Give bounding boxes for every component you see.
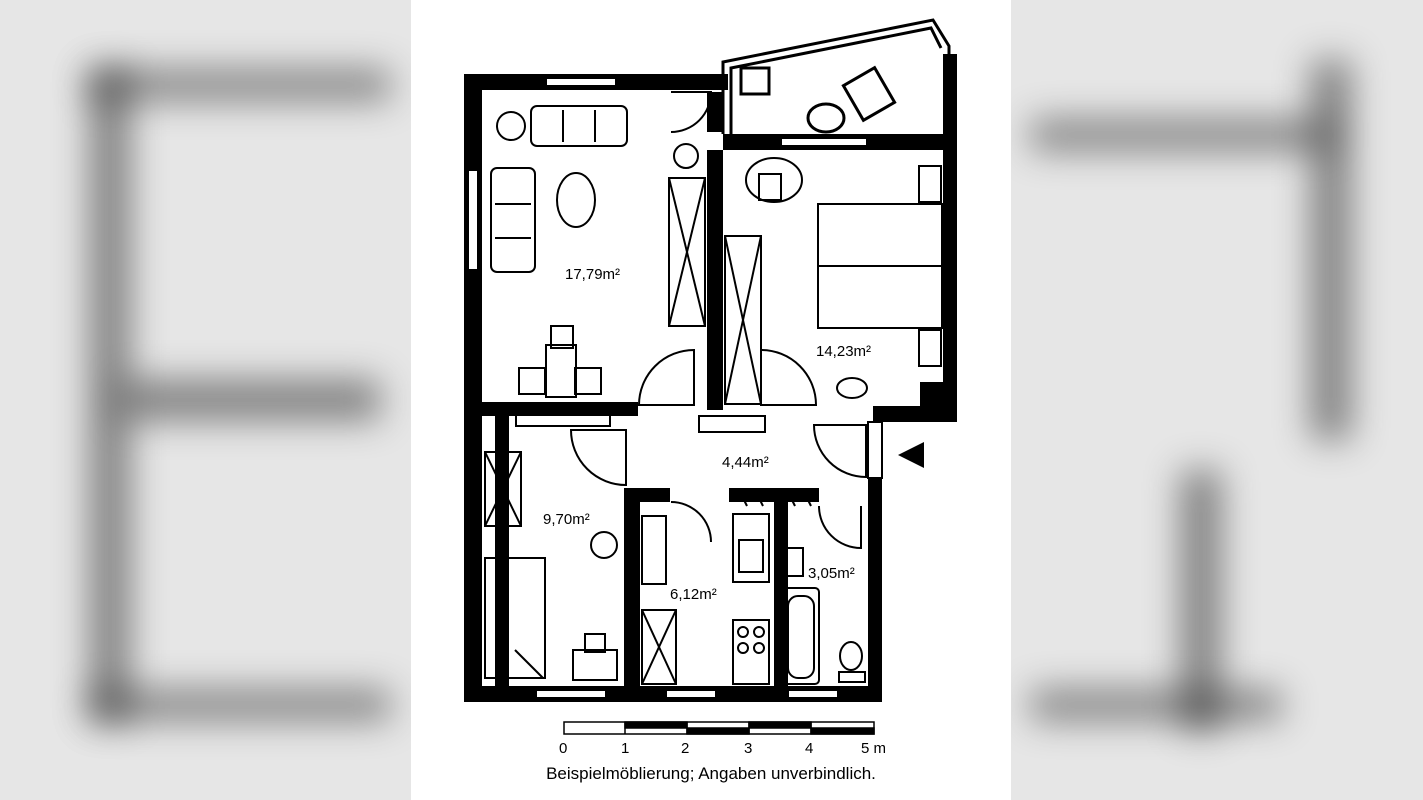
- kitchen-furniture: [641, 513, 770, 685]
- scale-bar: [563, 721, 875, 735]
- scale-tick-label: 4: [805, 740, 814, 757]
- floor-plan-drawing: [464, 18, 957, 735]
- interior-walls: [482, 92, 819, 686]
- scale-tick-label: 0: [559, 740, 568, 757]
- child-room-area-label: 9,70m²: [543, 511, 590, 528]
- bedroom-furniture: [724, 157, 943, 405]
- scale-bar-labels: 0 1 2 3 4 5 m: [411, 740, 1011, 762]
- bedroom-area-label: 14,23m²: [816, 343, 872, 360]
- bathroom-furniture: [778, 547, 866, 685]
- floor-plan-sheet: 17,79m² 14,23m² 4,44m² 9,70m² 6,12m² 3,0…: [411, 0, 1011, 800]
- hallway-furniture: [515, 409, 812, 507]
- living-room-area-label: 17,79m²: [565, 266, 621, 283]
- scale-tick-label: 1: [621, 740, 630, 757]
- entrance-arrow: [898, 442, 924, 468]
- doors: [569, 91, 867, 550]
- blurred-background-right: [1011, 0, 1423, 800]
- kitchen-area-label: 6,12m²: [670, 586, 717, 603]
- scale-tick-label: 2: [681, 740, 690, 757]
- hallway-area-label: 4,44m²: [722, 454, 769, 471]
- living-room-furniture: [490, 105, 706, 398]
- disclaimer-text: Beispielmöblierung; Angaben unverbindlic…: [546, 764, 876, 783]
- scale-tick-label: 5 m: [861, 740, 887, 757]
- balcony: [721, 18, 951, 134]
- windows: [467, 77, 868, 699]
- bathroom-area-label: 3,05m²: [808, 565, 855, 582]
- blurred-background-left: [0, 0, 411, 800]
- child-room-furniture: [484, 451, 618, 681]
- scale-tick-label: 3: [744, 740, 753, 757]
